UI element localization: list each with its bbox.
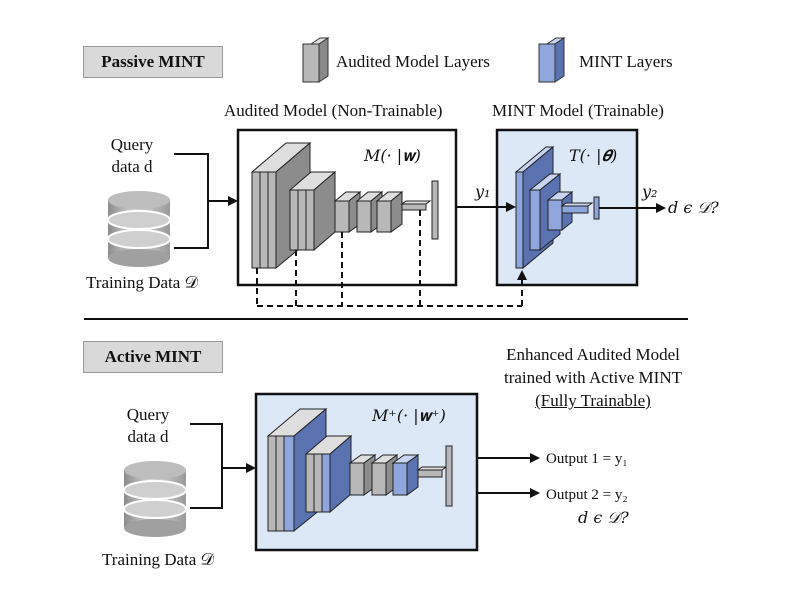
legend-mint-icon bbox=[538, 37, 566, 83]
dashed-feature-connections bbox=[256, 210, 527, 307]
output2-label: Output 2 = y₂ bbox=[546, 487, 628, 503]
legend-mint-label: MINT Layers bbox=[579, 52, 673, 71]
active-mint-badge: Active MINT bbox=[83, 341, 223, 373]
active-input-bracket bbox=[190, 423, 256, 509]
passive-mint-badge: Passive MINT bbox=[83, 46, 223, 78]
passive-input-bracket bbox=[174, 153, 238, 249]
active-title-line1: Enhanced Audited Model bbox=[506, 345, 680, 364]
output1-label: Output 1 = y₁ bbox=[546, 451, 628, 467]
y2-label: y₂ bbox=[642, 182, 658, 201]
audited-formula: M(· |𝐰) bbox=[364, 146, 421, 165]
audited-model-title: Audited Model (Non-Trainable) bbox=[224, 101, 443, 120]
mint-formula: T(· |𝜽) bbox=[569, 146, 618, 165]
passive-audited-layers bbox=[250, 141, 439, 270]
passive-query-label-line2: data d bbox=[111, 157, 153, 176]
passive-training-label: Training Data 𝒟 bbox=[86, 273, 199, 292]
section-divider bbox=[84, 318, 688, 320]
passive-query-label-line1: Query bbox=[110, 135, 154, 154]
active-title-line3: (Fully Trainable) bbox=[535, 391, 651, 410]
active-model-layers bbox=[266, 407, 453, 533]
passive-membership-label: d ϵ 𝒟? bbox=[668, 198, 719, 217]
mint-model-title: MINT Model (Trainable) bbox=[492, 101, 664, 120]
passive-mint-layers bbox=[514, 145, 600, 270]
passive-database-icon bbox=[107, 191, 171, 267]
active-query-label-line1: Query bbox=[126, 405, 170, 424]
active-training-label: Training Data 𝒟 bbox=[102, 550, 215, 569]
active-membership-label: d ϵ 𝒟? bbox=[578, 508, 629, 527]
active-database-icon bbox=[123, 461, 187, 537]
active-formula: M⁺(· |𝐰⁺) bbox=[372, 406, 446, 425]
legend-audited-label: Audited Model Layers bbox=[336, 52, 490, 71]
y1-label: y₁ bbox=[475, 182, 491, 201]
active-query-label-line2: data d bbox=[127, 427, 169, 446]
legend-audited-icon bbox=[302, 37, 330, 83]
active-title-line2: trained with Active MINT bbox=[504, 368, 682, 387]
